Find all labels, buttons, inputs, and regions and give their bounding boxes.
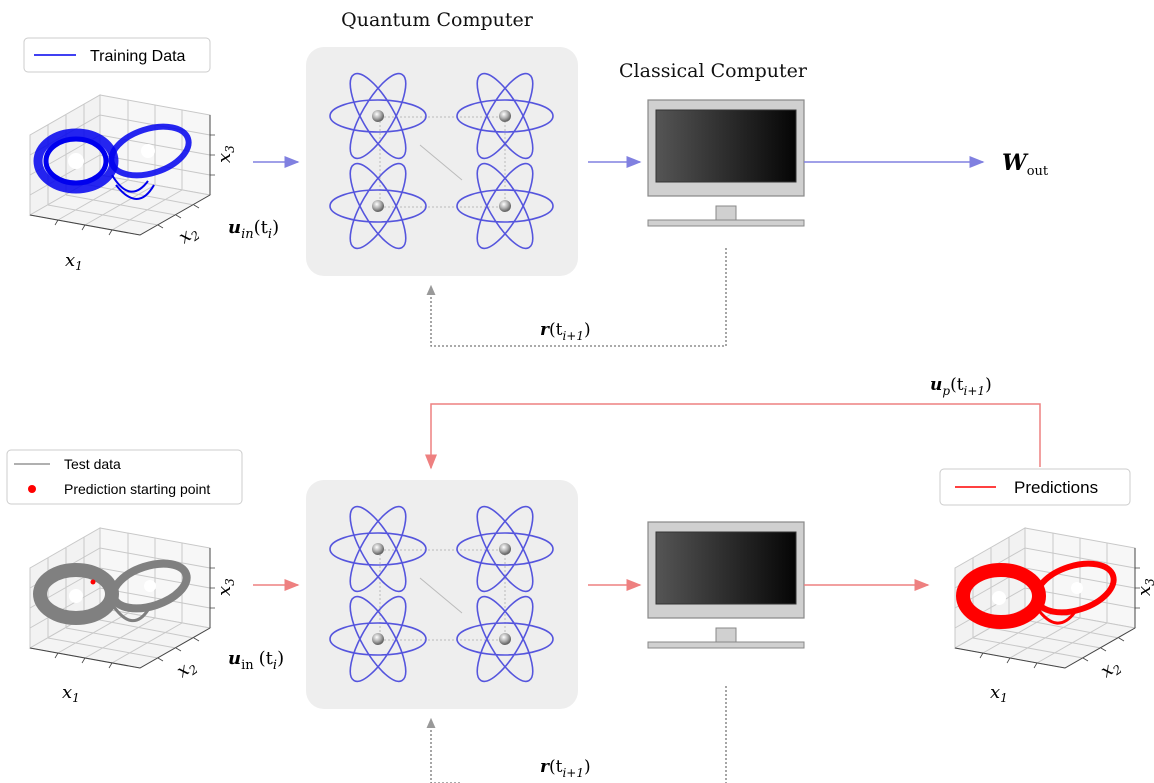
training-plot — [29, 94, 216, 236]
r-bottom-label: r(ti+1) — [540, 757, 591, 780]
u-in-bottom-label: uin(ti) — [228, 648, 284, 673]
classical-computer-title: Classical Computer — [619, 60, 808, 82]
predictions-plot — [954, 527, 1141, 669]
x3-label-predictions: x3 — [1134, 578, 1154, 596]
feedback-loop-top — [426, 248, 727, 347]
x1-label-bottom: x1 — [62, 682, 80, 705]
x1-label-predictions: x1 — [990, 682, 1008, 705]
predictions-legend-label: Predictions — [1014, 478, 1098, 497]
training-legend: Training Data — [23, 37, 211, 73]
x1-label-top: x1 — [65, 250, 83, 273]
prediction-start-point — [90, 579, 96, 585]
training-legend-label: Training Data — [90, 48, 186, 65]
u-p-label: up(ti+1) — [930, 375, 992, 398]
classical-computer-icon-bottom — [647, 521, 805, 649]
quantum-computer-bottom — [306, 480, 578, 709]
u-in-top-label: uin(ti) — [228, 217, 279, 242]
start-point-legend-label: Prediction starting point — [64, 481, 210, 497]
x3-label-top: x3 — [214, 145, 237, 163]
classical-computer-icon-top — [647, 99, 805, 227]
predictions-legend: Predictions — [939, 468, 1131, 506]
feedback-loop-bottom-left — [426, 717, 460, 783]
x2-label-bottom: x2 — [173, 655, 201, 684]
w-out-label: Wout — [1002, 150, 1049, 179]
x2-label-top: x2 — [175, 221, 203, 250]
test-legend: Test data Prediction starting point — [6, 449, 243, 505]
r-top-label: r(ti+1) — [540, 320, 591, 343]
quantum-computer-title: Quantum Computer — [341, 9, 534, 31]
test-plot — [29, 527, 216, 669]
start-point-legend-marker — [28, 485, 36, 493]
prediction-feedback-loop — [425, 403, 1041, 470]
test-legend-label: Test data — [64, 456, 121, 472]
x2-label-predictions: x2 — [1097, 655, 1125, 684]
quantum-computer-top — [306, 47, 578, 276]
x3-label-bottom: x3 — [214, 578, 237, 596]
